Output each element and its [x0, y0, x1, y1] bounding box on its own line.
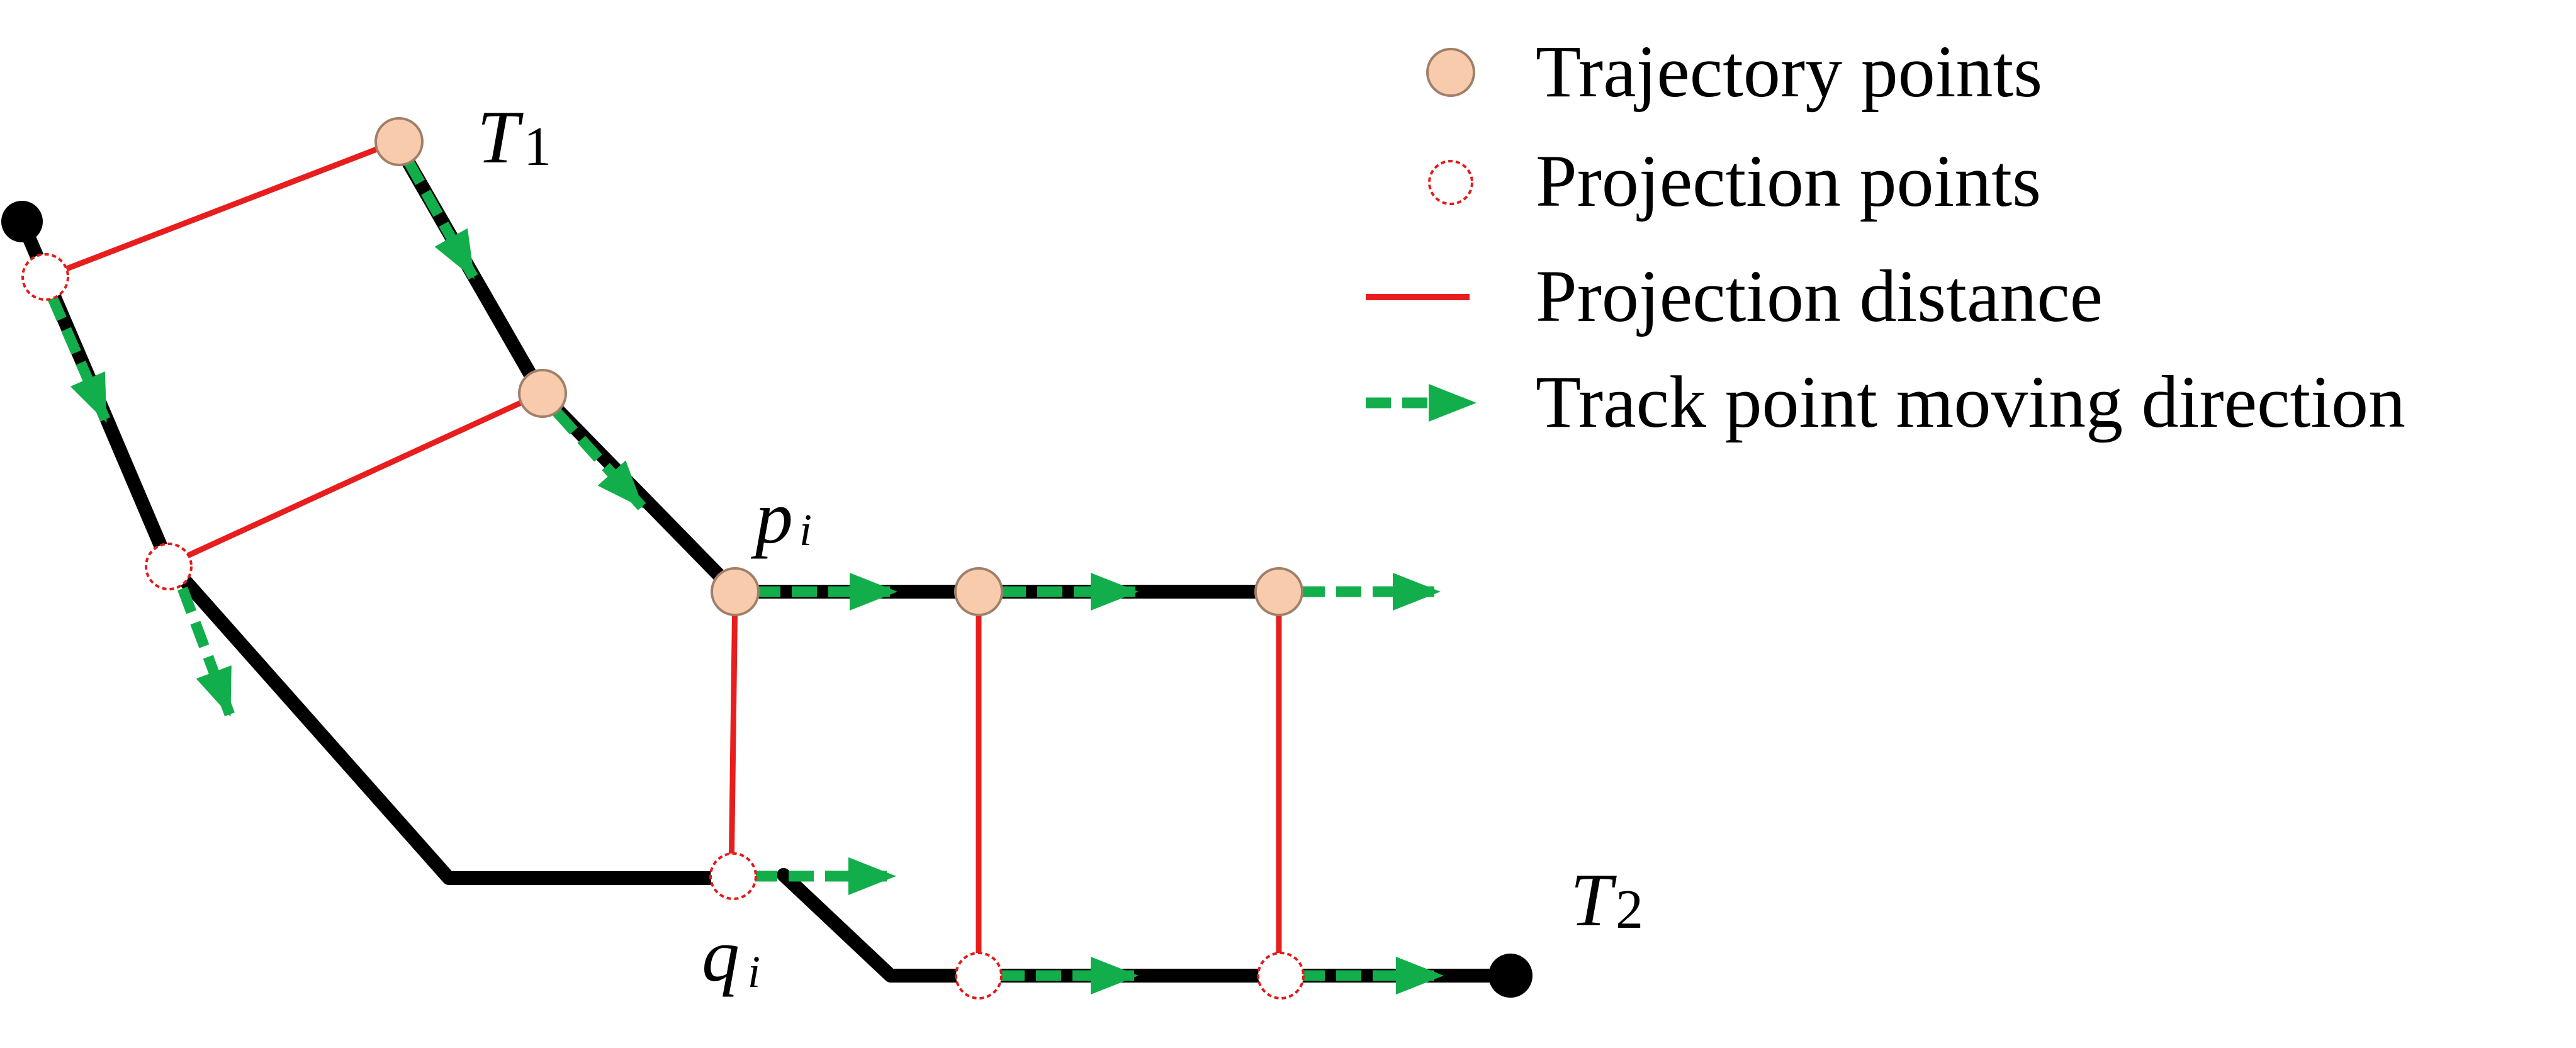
direction-arrow [47, 293, 111, 423]
svg-text:1: 1 [524, 116, 551, 177]
legend-projection-marker [1428, 160, 1473, 205]
road-endpoint-start [1, 201, 43, 242]
legend-item-trajectory: Trajectory points [1426, 30, 2042, 113]
label-qi: q i [702, 913, 760, 997]
direction-arrow [553, 408, 646, 510]
label-t2: T 2 [1570, 858, 1643, 942]
svg-text:i: i [799, 505, 812, 555]
svg-text:T: T [1570, 858, 1617, 942]
legend-item-direction: Track point moving direction [1366, 361, 2405, 443]
svg-text:q: q [702, 913, 740, 997]
legend-trajectory-label: Trajectory points [1536, 30, 2042, 113]
projection-point-qi [709, 852, 757, 900]
distance-line [728, 591, 738, 877]
projection-point [145, 543, 193, 590]
legend-projection-label: Projection points [1536, 140, 2041, 222]
svg-text:2: 2 [1616, 879, 1643, 940]
trajectory-point [374, 117, 424, 166]
legend-trajectory-marker [1426, 48, 1475, 97]
projection-points [21, 253, 1305, 1000]
projection-point [955, 952, 1003, 1000]
projection-point [21, 253, 69, 301]
projection-distance-lines [44, 138, 1282, 974]
trajectory-points [374, 117, 1303, 616]
legend-item-projection: Projection points [1428, 140, 2041, 222]
svg-text:i: i [748, 947, 760, 997]
direction-arrow [177, 587, 235, 717]
road-endpoint-end [1488, 954, 1533, 998]
trajectory-point [954, 567, 1003, 616]
trajectory-point [518, 369, 567, 418]
label-pi: p i [750, 475, 812, 559]
legend-direction-label: Track point moving direction [1536, 361, 2405, 443]
legend-distance-label: Projection distance [1536, 255, 2103, 337]
moving-direction-arrows [47, 157, 1444, 994]
legend-item-distance: Projection distance [1366, 255, 2103, 337]
direction-arrow [403, 157, 478, 280]
road-t1-left-branch [15, 215, 740, 885]
distance-line [44, 138, 398, 280]
legend: Trajectory points Projection points Proj… [1366, 30, 2405, 443]
label-t1: T 1 [477, 95, 551, 179]
road-t1-trajectory-path [390, 135, 1285, 599]
trajectory-point-pi [711, 567, 760, 616]
svg-text:T: T [477, 95, 524, 179]
road-t2 [777, 868, 1514, 983]
distance-line [166, 390, 543, 568]
svg-text:p: p [750, 475, 793, 559]
projection-point [1257, 952, 1305, 1000]
trajectory-point [1254, 567, 1303, 616]
